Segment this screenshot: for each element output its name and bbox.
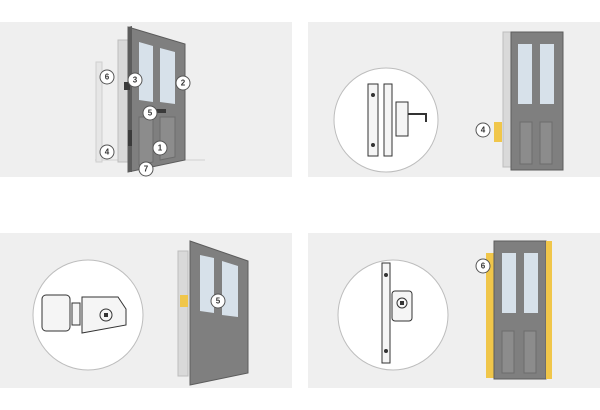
lower-panel-right: [539, 121, 553, 165]
marker-7-label: 7: [144, 165, 149, 174]
door-frame: [117, 39, 129, 163]
frame-highlight: [486, 253, 494, 378]
mortice-lock-body: [128, 130, 132, 146]
door-leaf: [189, 240, 249, 386]
marker-6-label: 6: [105, 73, 110, 82]
marker-3[interactable]: 3: [127, 72, 143, 88]
glass-pane-right: [222, 261, 238, 317]
mortice-lock-illustration: 4: [333, 31, 564, 173]
marker-6-label: 6: [481, 262, 486, 271]
marker-2[interactable]: 2: [175, 75, 191, 91]
door-edge: [128, 26, 132, 172]
marker-5-label: 5: [216, 297, 221, 306]
marker-5[interactable]: 5: [210, 293, 226, 309]
door-viewer-chain-icon: [381, 262, 413, 364]
marker-3-label: 3: [133, 76, 138, 85]
marker-4[interactable]: 4: [475, 122, 491, 138]
mortice-lock-highlight: [494, 122, 502, 142]
frame-highlight-right: [546, 241, 552, 379]
nightlatch-body: [124, 82, 130, 90]
marker-2-label: 2: [181, 79, 186, 88]
marker-6[interactable]: 6: [475, 258, 491, 274]
lower-panel-left: [519, 121, 533, 165]
nightlatch-highlight: [180, 295, 188, 307]
marker-7[interactable]: 7: [138, 161, 154, 177]
marker-4-label: 4: [105, 148, 110, 157]
letterbox: [150, 109, 166, 113]
lower-panel-left: [501, 330, 515, 374]
door-frame: [502, 31, 512, 168]
glass-pane-left: [200, 255, 214, 313]
marker-4-label: 4: [481, 126, 486, 135]
door-frame: [177, 250, 189, 377]
marker-5[interactable]: 5: [142, 105, 158, 121]
glass-pane-left: [518, 44, 532, 104]
marker-4[interactable]: 4: [99, 144, 115, 160]
mortice-lock-panel: 4: [308, 22, 600, 177]
glass-pane-left: [502, 253, 516, 313]
lower-panel-left: [138, 116, 154, 166]
glass-pane-right: [540, 44, 554, 104]
lower-panel-right: [523, 330, 537, 374]
nightlatch-panel: 5: [0, 233, 292, 388]
marker-6[interactable]: 6: [99, 69, 115, 85]
nightlatch-illustration: 5: [32, 240, 249, 386]
overview-door-illustration: 1 2 3 4 5 6 7: [95, 26, 205, 177]
mortice-lock-icon: [367, 83, 427, 157]
glass-pane-right: [160, 48, 175, 104]
nightlatch-icon: [41, 294, 127, 334]
glass-pane-right: [524, 253, 538, 313]
hinge-frame: [95, 61, 103, 163]
overview-panel: 1 2 3 4 5 6 7: [0, 22, 292, 177]
door-chain-panel: 6: [308, 233, 600, 388]
glass-pane-left: [139, 42, 153, 102]
marker-5-label: 5: [148, 109, 153, 118]
door-chain-illustration: 6: [337, 240, 552, 380]
marker-1[interactable]: 1: [152, 140, 168, 156]
marker-1-label: 1: [158, 144, 163, 153]
